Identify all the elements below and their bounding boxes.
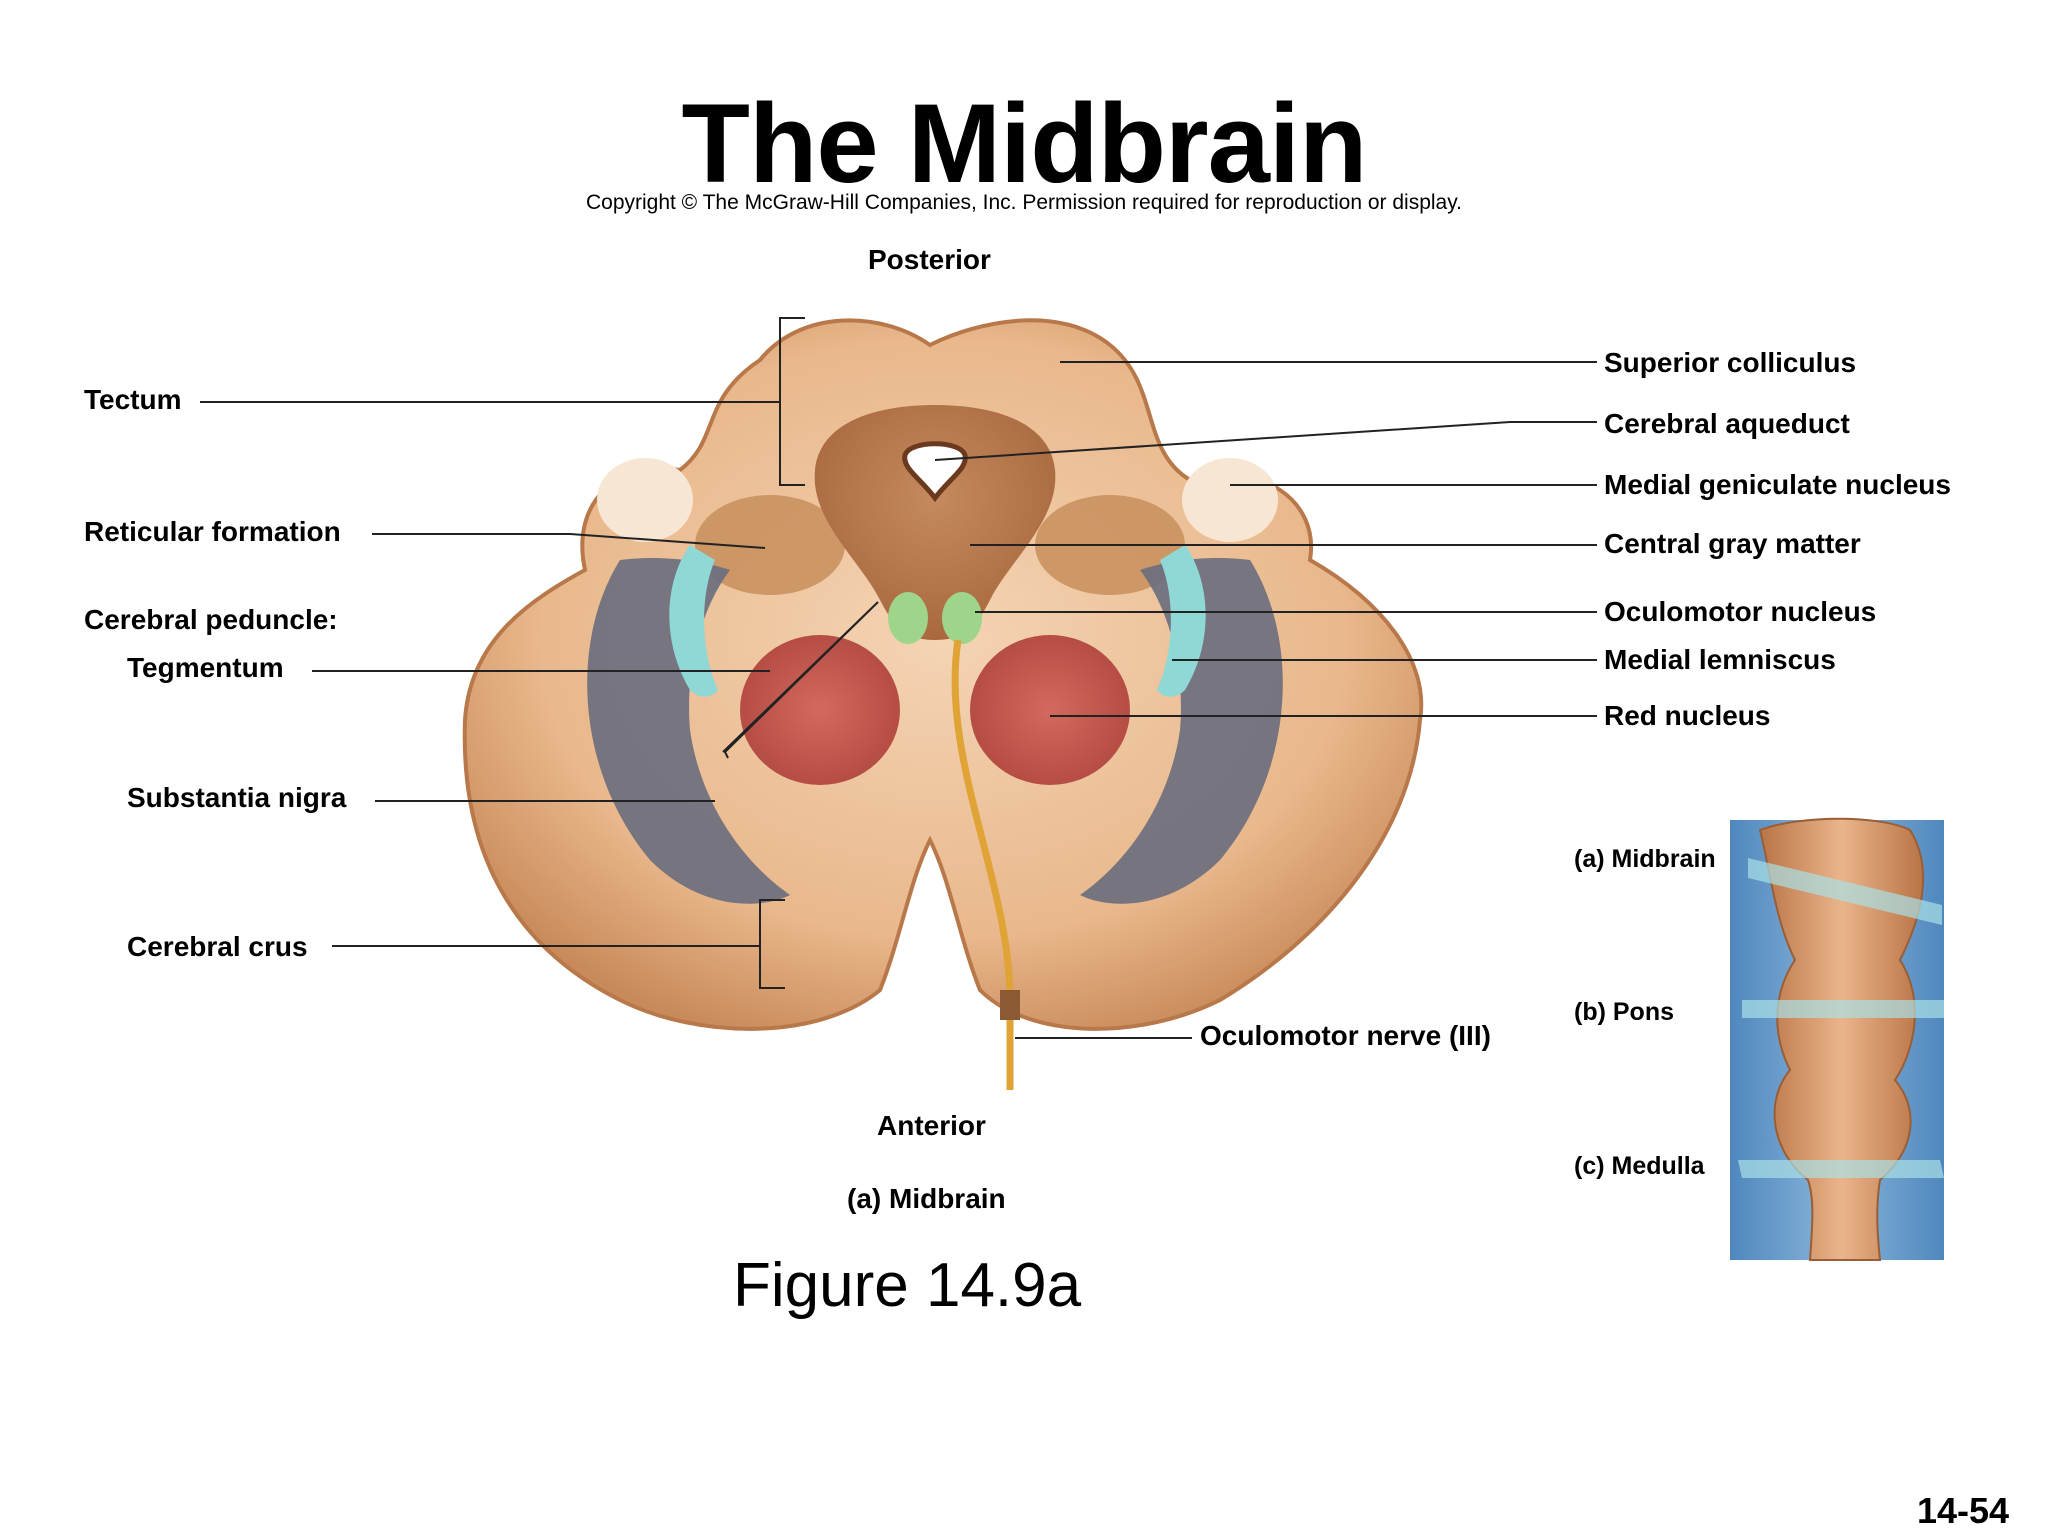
reticular-formation-left (695, 495, 845, 595)
substantia-nigra-left (587, 558, 790, 904)
inset-label-midbrain: (a) Midbrain (1574, 845, 1716, 873)
label-cerebral-aqueduct: Cerebral aqueduct (1604, 408, 1850, 439)
page-title: The Midbrain (681, 81, 1368, 206)
panel-caption: (a) Midbrain (847, 1183, 1006, 1214)
inset-plane-pons (1742, 1000, 1944, 1018)
copyright-notice: Copyright © The McGraw-Hill Companies, I… (585, 191, 1463, 214)
label-superior-colliculus: Superior colliculus (1604, 347, 1857, 378)
label-substantia-nigra: Substantia nigra (127, 782, 347, 813)
label-medial-lemniscus: Medial lemniscus (1604, 644, 1836, 675)
leader-reticular-formation (372, 533, 766, 549)
label-cerebral-crus: Cerebral crus (127, 931, 308, 962)
medial-lemniscus-right (1157, 545, 1206, 697)
label-medial-geniculate-nucleus: Medial geniculate nucleus (1604, 469, 1951, 500)
leader-tegmentum-bracket (722, 601, 879, 759)
slide-number: 14-54 (1917, 1490, 2010, 1531)
inset-label-medulla: (c) Medulla (1574, 1152, 1705, 1180)
cerebral-crus-bracket (759, 899, 785, 989)
inset-plane-medulla (1738, 1160, 1944, 1178)
inset-plane-midbrain (1748, 858, 1942, 925)
cerebral-aqueduct (902, 441, 968, 503)
medial-geniculate-right (1182, 458, 1278, 542)
inset-label-pons: (b) Pons (1574, 998, 1674, 1026)
label-oculomotor-nerve: Oculomotor nerve (III) (1200, 1020, 1491, 1051)
anterior-label: Anterior (877, 1110, 986, 1141)
medial-lemniscus-left (669, 545, 718, 697)
posterior-label: Posterior (868, 244, 991, 275)
label-red-nucleus: Red nucleus (1604, 700, 1771, 731)
figure-caption: Figure 14.9a (733, 1251, 1082, 1320)
red-nucleus-left (740, 635, 900, 785)
central-gray-matter (814, 405, 1056, 640)
oculomotor-nucleus-left (888, 592, 928, 644)
substantia-nigra-right (1080, 558, 1283, 904)
label-central-gray-matter: Central gray matter (1604, 528, 1861, 559)
oculomotor-nucleus-right (942, 592, 982, 644)
label-tegmentum: Tegmentum (127, 652, 284, 683)
medial-geniculate-left (597, 458, 693, 542)
label-reticular-formation: Reticular formation (84, 516, 341, 547)
brainstem-inset (1730, 817, 1944, 1261)
oculomotor-nerve (951, 639, 1014, 1090)
red-nucleus-right (970, 635, 1130, 785)
leader-cerebral-aqueduct (934, 421, 1597, 461)
label-tectum: Tectum (84, 384, 182, 415)
label-oculomotor-nucleus: Oculomotor nucleus (1604, 596, 1877, 627)
oculomotor-nerve-sheath (1000, 990, 1020, 1020)
label-cerebral-peduncle: Cerebral peduncle: (84, 604, 338, 635)
